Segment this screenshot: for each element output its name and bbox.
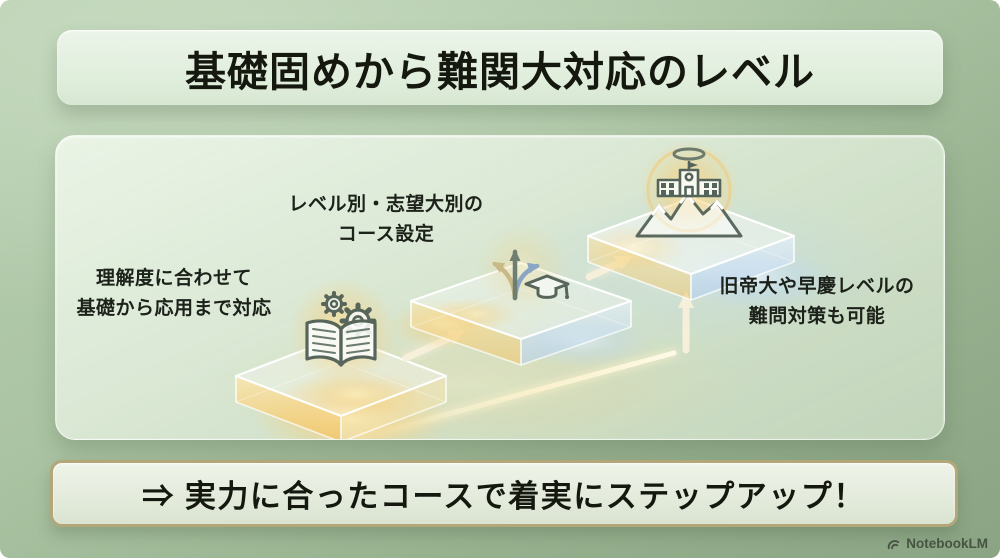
platform-step-2	[388, 261, 651, 367]
slide-title: 基礎固めから難関大対応のレベル	[185, 48, 815, 95]
notebooklm-watermark: NotebookLM	[886, 536, 988, 551]
step-2-label: レベル別・志望大別の コース設定	[288, 194, 484, 246]
graduation-cap-icon	[524, 274, 570, 299]
diagram-panel	[55, 135, 945, 440]
step-3-label: 旧帝大や早慶レベルの 難問対策も可能	[719, 276, 915, 328]
book-and-gears-icon	[289, 277, 397, 385]
step-1-label: 理解度に合わせて 基礎から応用まで対応	[76, 268, 272, 320]
conclusion-text: ⇒ 実力に合ったコースで着実にステップアップ！	[142, 479, 866, 514]
halo-icon	[672, 147, 706, 161]
staircase-graphic	[206, 140, 906, 439]
arrow-to-step3	[678, 291, 694, 356]
watermark-text: NotebookLM	[906, 536, 988, 551]
notebooklm-logo-icon	[888, 540, 900, 550]
branching-paths-and-graduation-cap-icon	[477, 222, 570, 314]
conclusion-banner: ⇒ 実力に合ったコースで着実にステップアップ！	[50, 460, 958, 527]
title-banner: 基礎固めから難関大対応のレベル	[57, 30, 943, 105]
school-on-mountain-summit-icon	[635, 140, 743, 240]
